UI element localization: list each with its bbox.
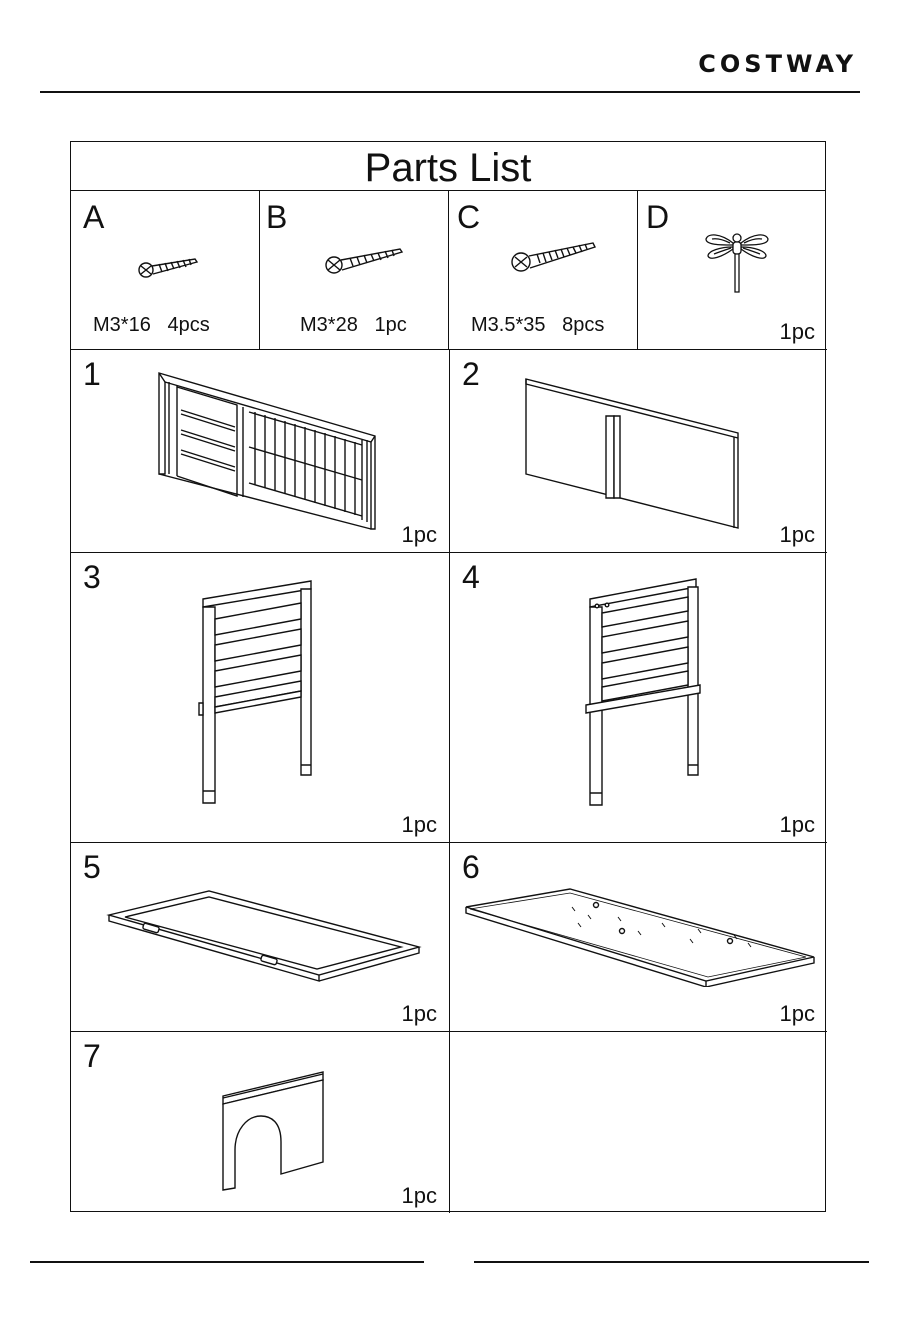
dragonfly-decoration-icon <box>702 221 772 297</box>
footer-divider-left <box>30 1261 424 1263</box>
brand-logo: COSTWAY <box>698 50 857 78</box>
floor-board-icon <box>462 887 818 987</box>
part-cell-1: 1 1pc <box>71 350 450 553</box>
part-quantity: 1pc <box>780 1001 815 1027</box>
footer-divider-right <box>474 1261 869 1263</box>
back-panel-icon <box>522 376 744 532</box>
hardware-cell-d: D 1pc <box>638 191 827 350</box>
divider-with-arch-icon <box>219 1070 331 1194</box>
part-number: 2 <box>462 356 480 392</box>
part-letter: D <box>646 199 669 235</box>
part-cell-3: 3 1pc <box>71 553 450 843</box>
part-quantity: 1pc <box>402 812 437 838</box>
short-screw-icon <box>135 251 205 281</box>
left-side-panel-icon <box>195 579 319 807</box>
part-quantity: 1pc <box>780 522 815 548</box>
part-cell-7: 7 1pc <box>71 1032 450 1213</box>
long-screw-icon <box>507 235 603 279</box>
part-quantity: 1pc <box>402 1001 437 1027</box>
part-number: 1 <box>83 356 101 392</box>
hardware-cell-b: B M3*28 1pc <box>260 191 449 350</box>
part-number: 3 <box>83 559 101 595</box>
part-letter: B <box>266 199 287 235</box>
parts-list-table: Parts List A M3*16 4pcs B M3*28 1pc <box>70 141 826 1212</box>
empty-cell <box>450 1032 827 1213</box>
part-cell-6: 6 1pc <box>450 843 827 1032</box>
right-side-panel-icon <box>584 577 708 809</box>
hardware-cell-c: C M3.5*35 8pcs <box>449 191 638 350</box>
hardware-spec: M3*16 4pcs <box>93 313 210 337</box>
medium-screw-icon <box>320 241 410 281</box>
part-quantity: 1pc <box>402 1183 437 1209</box>
hardware-cell-a: A M3*16 4pcs <box>71 191 260 350</box>
page-title: Parts List <box>71 142 825 191</box>
part-cell-4: 4 1pc <box>450 553 827 843</box>
part-number: 5 <box>83 849 101 885</box>
part-letter: C <box>457 199 480 235</box>
floor-frame-icon <box>105 887 423 987</box>
part-quantity: 1pc <box>402 522 437 548</box>
part-letter: A <box>83 199 104 235</box>
hardware-spec: M3.5*35 8pcs <box>471 313 604 337</box>
hardware-spec: M3*28 1pc <box>300 313 407 337</box>
part-number: 6 <box>462 849 480 885</box>
part-quantity: 1pc <box>780 812 815 838</box>
part-number: 7 <box>83 1038 101 1074</box>
part-cell-2: 2 1pc <box>450 350 827 553</box>
part-number: 4 <box>462 559 480 595</box>
part-quantity: 1pc <box>780 319 815 345</box>
front-panel-with-door-and-mesh-icon <box>157 370 379 530</box>
part-cell-5: 5 1pc <box>71 843 450 1032</box>
header-divider <box>40 91 860 93</box>
